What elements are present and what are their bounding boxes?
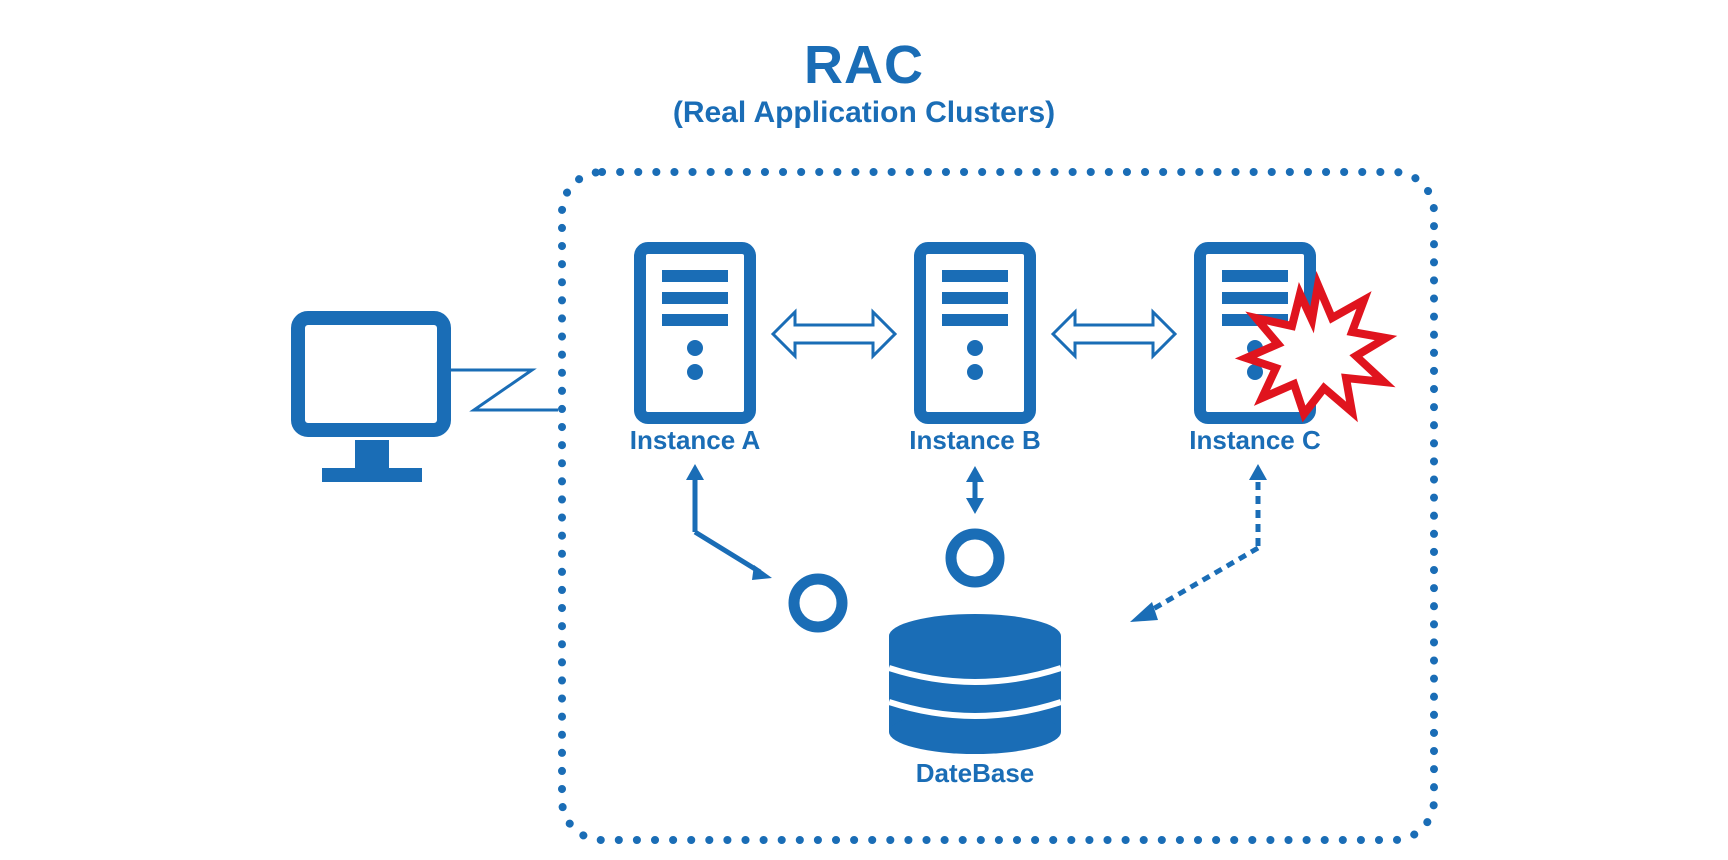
diagram-title: RAC bbox=[804, 35, 924, 95]
instance-b-label: Instance B bbox=[909, 425, 1041, 455]
database-label: DateBase bbox=[915, 758, 1035, 788]
diagram-subtitle: (Real Application Clusters) bbox=[672, 96, 1056, 129]
client-computer-icon bbox=[291, 311, 451, 482]
interconnect-arrow-ab bbox=[770, 308, 898, 360]
database-icon bbox=[888, 614, 1062, 754]
client-connection bbox=[444, 368, 558, 412]
arrow-c-to-database-dashed bbox=[1130, 464, 1267, 622]
arrow-a-to-database bbox=[686, 464, 772, 580]
instance-c-label: Instance C bbox=[1189, 425, 1321, 455]
arrow-b-to-database bbox=[966, 466, 984, 514]
interconnect-arrow-bc bbox=[1050, 308, 1178, 360]
cluster-boundary bbox=[558, 168, 1438, 844]
instance-a-label: Instance A bbox=[629, 425, 761, 455]
explosion-icon bbox=[1234, 270, 1398, 423]
server-icon bbox=[914, 242, 1036, 424]
cache-ring-b bbox=[945, 528, 1005, 588]
server-icon bbox=[634, 242, 756, 424]
cache-ring-a bbox=[788, 573, 848, 633]
